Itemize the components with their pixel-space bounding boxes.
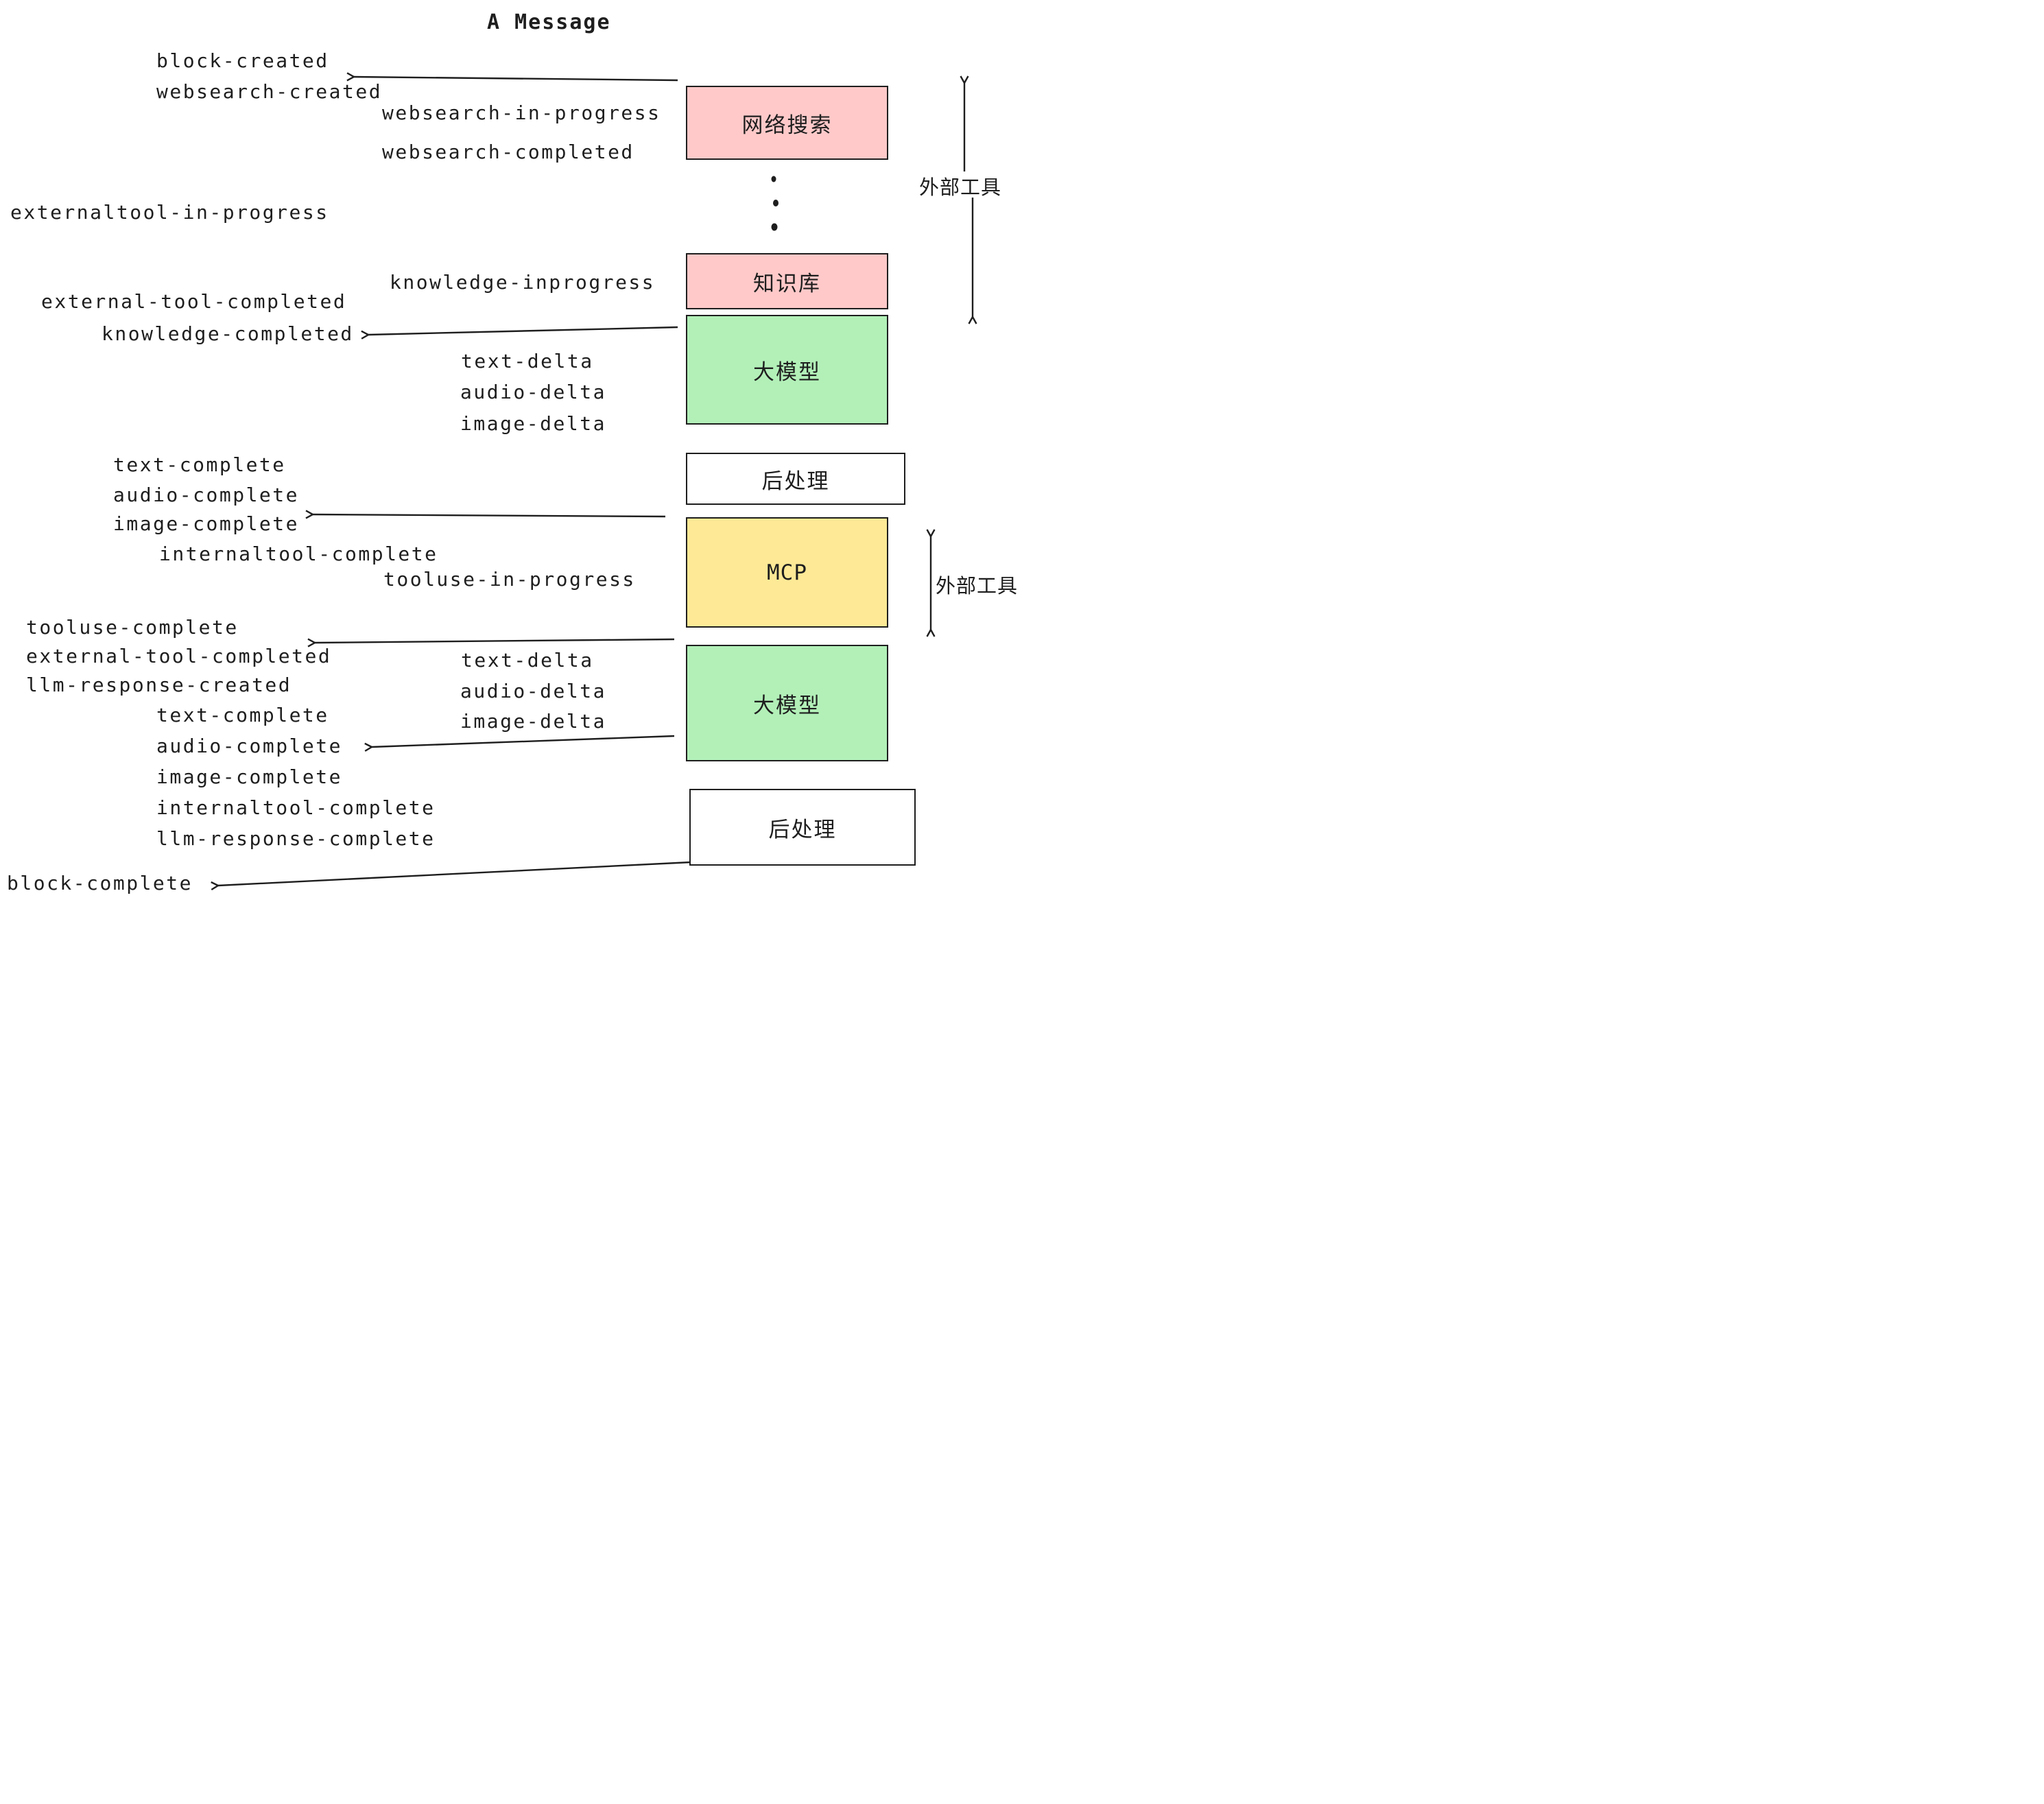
external-tools-label-mid: 外部工具 bbox=[936, 574, 1019, 597]
diagram-canvas: A Message block-created websearch-create… bbox=[0, 0, 1022, 902]
event-image-delta-2: image-delta bbox=[460, 710, 606, 733]
llm-box-2: 大模型 bbox=[686, 645, 888, 761]
event-audio-complete-1: audio-complete bbox=[113, 484, 300, 506]
websearch-box-label: 网络搜索 bbox=[741, 112, 833, 138]
arrow-to-audio-complete bbox=[364, 735, 675, 752]
event-text-complete-2: text-complete bbox=[156, 704, 329, 726]
llm-box-1-label: 大模型 bbox=[753, 359, 821, 385]
llm-box-2-label: 大模型 bbox=[753, 693, 821, 718]
event-websearch-in-progress: websearch-in-progress bbox=[382, 102, 661, 124]
event-block-complete: block-complete bbox=[7, 872, 193, 894]
knowledge-box: 知识库 bbox=[686, 253, 888, 309]
mcp-box-label: MCP bbox=[767, 560, 807, 585]
event-text-delta-2: text-delta bbox=[461, 649, 594, 672]
event-image-delta-1: image-delta bbox=[460, 412, 606, 435]
event-knowledge-inprogress: knowledge-inprogress bbox=[390, 271, 656, 294]
event-audio-complete-2: audio-complete bbox=[156, 735, 343, 757]
event-external-tool-completed-2: external-tool-completed bbox=[26, 645, 332, 667]
event-tooluse-complete: tooluse-complete bbox=[26, 616, 239, 639]
event-tooluse-in-progress: tooluse-in-progress bbox=[383, 568, 636, 591]
vertical-ellipsis-icon bbox=[771, 176, 779, 231]
llm-box-1: 大模型 bbox=[686, 315, 888, 425]
event-websearch-created: websearch-created bbox=[156, 80, 383, 103]
event-knowledge-completed: knowledge-completed bbox=[102, 322, 354, 345]
postprocess-box-2-label: 后处理 bbox=[768, 817, 837, 842]
knowledge-box-label: 知识库 bbox=[753, 271, 821, 296]
event-llm-response-complete: llm-response-complete bbox=[156, 827, 436, 850]
arrow-to-tooluse-complete bbox=[307, 638, 675, 648]
arrow-to-knowledge-completed bbox=[361, 326, 678, 340]
postprocess-box-1-label: 后处理 bbox=[761, 468, 830, 494]
event-websearch-completed: websearch-completed bbox=[382, 141, 634, 163]
event-internaltool-complete-1: internaltool-complete bbox=[159, 543, 438, 565]
external-tools-label-top: 外部工具 bbox=[919, 176, 1002, 199]
event-audio-delta-1: audio-delta bbox=[460, 381, 606, 403]
websearch-box: 网络搜索 bbox=[686, 86, 888, 160]
event-text-delta-1: text-delta bbox=[461, 350, 594, 372]
event-audio-delta-2: audio-delta bbox=[460, 680, 606, 702]
postprocess-box-1: 后处理 bbox=[686, 453, 905, 505]
arrow-to-block-created bbox=[346, 72, 678, 82]
event-image-complete-1: image-complete bbox=[113, 512, 300, 535]
arrow-to-image-complete bbox=[305, 510, 666, 519]
mcp-box: MCP bbox=[686, 517, 888, 628]
event-image-complete-2: image-complete bbox=[156, 765, 343, 788]
page-title: A Message bbox=[487, 10, 611, 34]
event-internaltool-complete-2: internaltool-complete bbox=[156, 796, 436, 819]
event-block-created: block-created bbox=[156, 49, 329, 72]
event-externaltool-in-progress: externaltool-in-progress bbox=[10, 201, 329, 224]
event-llm-response-created: llm-response-created bbox=[26, 674, 292, 696]
arrow-to-block-complete bbox=[211, 861, 691, 891]
event-text-complete-1: text-complete bbox=[113, 453, 286, 476]
event-external-tool-completed-1: external-tool-completed bbox=[41, 290, 347, 313]
postprocess-box-2: 后处理 bbox=[689, 789, 916, 866]
